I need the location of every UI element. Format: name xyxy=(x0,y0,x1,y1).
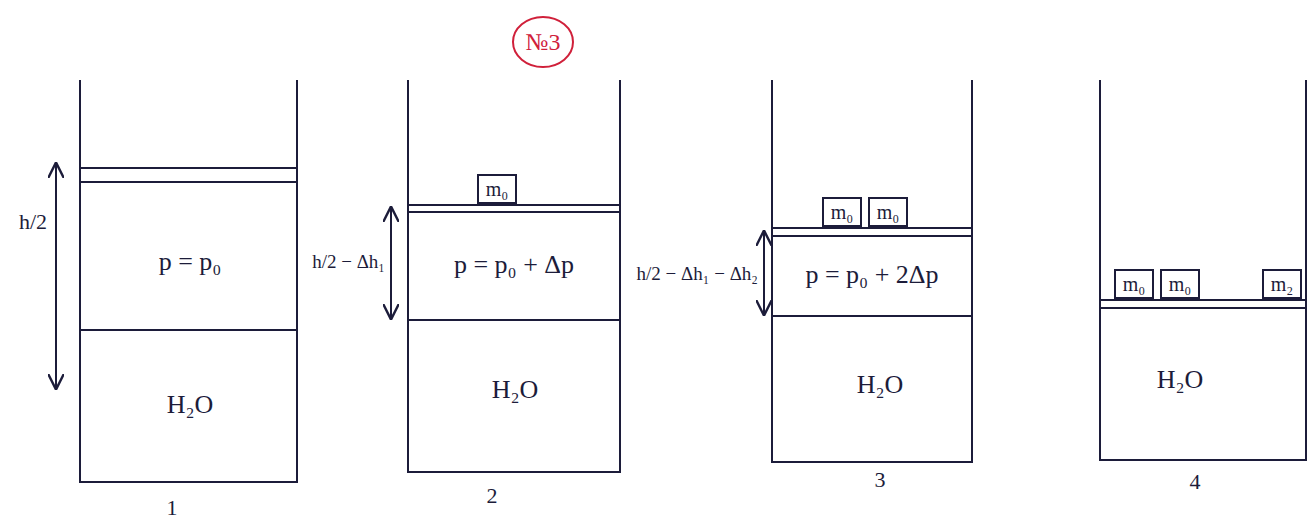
figure-number: 1 xyxy=(167,496,178,520)
problem-number: №3 xyxy=(526,29,561,55)
mass-label: m₀ xyxy=(1123,273,1146,295)
mass-block: m₂ xyxy=(1262,269,1302,299)
pressure-label: p = p₀ + 2Δp xyxy=(805,261,938,290)
water-surface xyxy=(408,319,620,321)
figure-number: 2 xyxy=(487,484,498,508)
height-label: h/2 − Δh₁ xyxy=(312,252,385,273)
mass-label: m₂ xyxy=(1271,273,1294,295)
mass-block: m₀ xyxy=(1114,269,1154,299)
water-label: H₂O xyxy=(857,371,904,400)
water-label: H₂O xyxy=(1157,366,1204,395)
piston xyxy=(408,204,620,206)
pressure-label: p = p₀ xyxy=(159,248,222,277)
piston xyxy=(1100,307,1306,309)
piston xyxy=(772,235,972,237)
cylinder xyxy=(772,80,972,462)
mass-label: m₀ xyxy=(486,178,509,200)
figure-number: 3 xyxy=(875,468,886,492)
height-label: h/2 − Δh₁ − Δh₂ xyxy=(637,264,758,285)
mass-block: m₀ xyxy=(868,197,908,227)
piston xyxy=(80,167,297,169)
height-arrow xyxy=(763,232,765,314)
problem-circle xyxy=(513,17,573,67)
piston xyxy=(772,227,972,229)
height-arrow xyxy=(55,164,57,388)
cylinder xyxy=(408,80,620,472)
water-label: H₂O xyxy=(167,391,214,420)
piston xyxy=(408,211,620,213)
height-arrow xyxy=(390,208,392,318)
mass-block: m₀ xyxy=(822,197,862,227)
mass-block: m₀ xyxy=(1160,269,1200,299)
water-surface xyxy=(80,329,297,331)
figure-number: 4 xyxy=(1190,470,1201,494)
water-label: H₂O xyxy=(492,376,539,405)
mass-label: m₀ xyxy=(877,201,900,223)
water-surface xyxy=(772,315,972,317)
mass-label: m₀ xyxy=(831,201,854,223)
piston xyxy=(1100,299,1306,301)
cylinder xyxy=(1100,80,1306,460)
pressure-label: p = p₀ + Δp xyxy=(454,251,574,280)
piston xyxy=(80,181,297,183)
mass-label: m₀ xyxy=(1169,273,1192,295)
height-label: h/2 xyxy=(19,210,47,234)
mass-block: m₀ xyxy=(477,174,517,204)
cylinder xyxy=(80,80,297,482)
